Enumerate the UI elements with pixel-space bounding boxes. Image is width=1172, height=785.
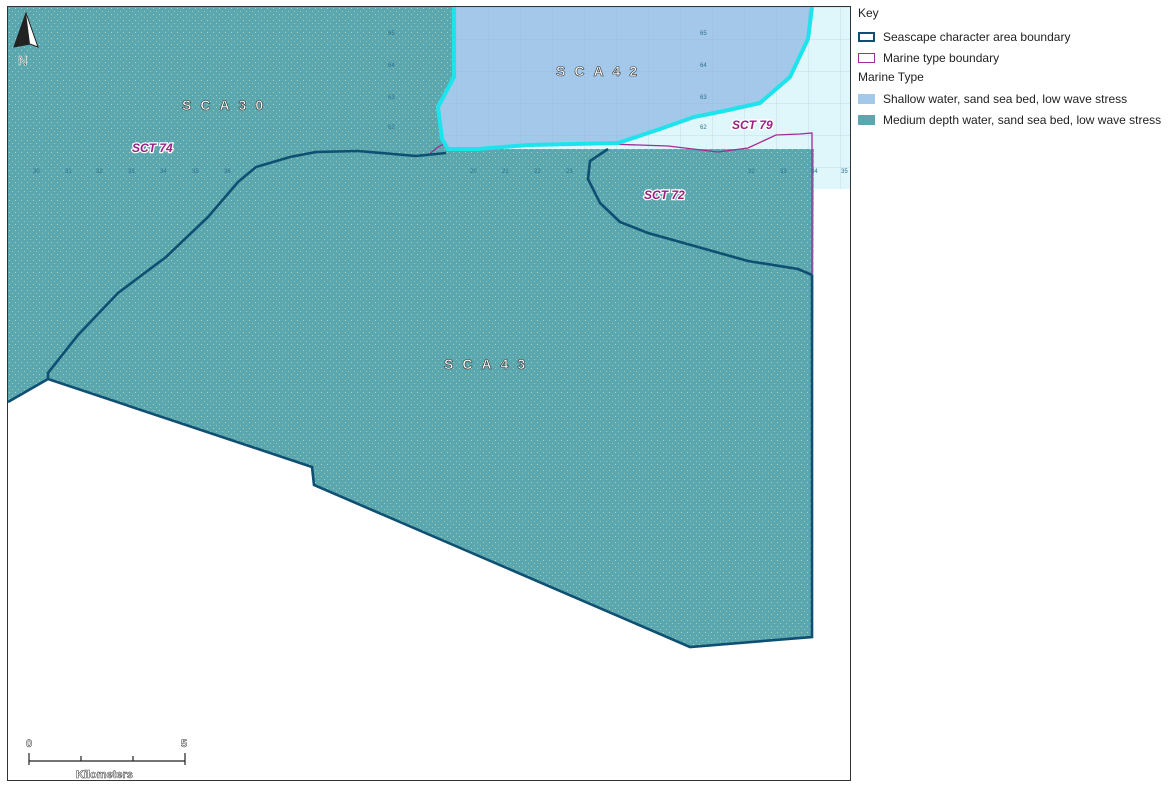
legend-item-marine-boundary: Marine type boundary xyxy=(858,47,1168,68)
legend-subtitle: Marine Type xyxy=(858,70,924,84)
marine-boundary-swatch xyxy=(858,52,875,63)
svg-text:65: 65 xyxy=(700,31,707,37)
north-arrow-icon: N xyxy=(13,11,39,68)
svg-text:63: 63 xyxy=(388,95,395,101)
sca-boundary-sct72 xyxy=(586,147,813,277)
north-label: N xyxy=(18,53,27,68)
map-canvas[interactable]: 30 31 32 33 34 35 36 20 21 22 23 32 33 34 35 65 64 6… xyxy=(8,7,851,781)
scale-end-label: 5 xyxy=(181,738,187,750)
grid-coordinate-labels: 30 31 32 33 34 35 36 20 21 22 23 32 33 34 35 65 64 6… xyxy=(33,31,848,175)
legend-label: Medium depth water, sand sea bed, low wa… xyxy=(883,112,1162,127)
scale-bar: 0 5 Kilometers xyxy=(26,738,188,781)
svg-text:35: 35 xyxy=(841,169,848,175)
svg-text:22: 22 xyxy=(534,169,541,175)
legend-item-shallow: Shallow water, sand sea bed, low wave st… xyxy=(858,88,1168,109)
svg-text:32: 32 xyxy=(748,169,755,175)
scale-unit-label: Kilometers xyxy=(76,769,133,781)
type-label-sct74: SCT 74 xyxy=(132,141,173,155)
sca42-grid-overlay xyxy=(438,7,812,149)
marine-type-boundary xyxy=(607,132,813,275)
svg-text:36: 36 xyxy=(224,169,231,175)
svg-text:33: 33 xyxy=(128,169,135,175)
sca-boundary-sca30-sca43 xyxy=(8,149,447,404)
svg-text:23: 23 xyxy=(566,169,573,175)
svg-text:31: 31 xyxy=(65,169,72,175)
svg-text:20: 20 xyxy=(470,169,477,175)
type-label-sct79: SCT 79 xyxy=(732,118,773,132)
shallow-water-swatch xyxy=(858,93,875,104)
svg-text:65: 65 xyxy=(388,31,395,37)
sca-boundary-swatch xyxy=(858,31,875,42)
svg-text:32: 32 xyxy=(96,169,103,175)
svg-text:33: 33 xyxy=(780,169,787,175)
legend-label: Shallow water, sand sea bed, low wave st… xyxy=(883,91,1128,106)
legend-item-medium: Medium depth water, sand sea bed, low wa… xyxy=(858,109,1168,130)
legend-label: Marine type boundary xyxy=(883,50,1000,65)
sca42-highlight-boundary xyxy=(435,7,814,151)
medium-depth-swatch xyxy=(858,114,875,125)
legend-title: Key xyxy=(858,6,879,20)
map-frame[interactable]: 30 31 32 33 34 35 36 20 21 22 23 32 33 34 35 65 64 6… xyxy=(7,6,851,781)
scale-start-label: 0 xyxy=(26,738,32,750)
svg-text:21: 21 xyxy=(502,169,509,175)
svg-text:64: 64 xyxy=(700,63,707,69)
svg-text:34: 34 xyxy=(811,169,818,175)
map-legend: Key Seascape character area boundary Mar… xyxy=(858,6,1168,130)
svg-text:64: 64 xyxy=(388,63,395,69)
area-label-sca42: SCA42 xyxy=(556,63,646,79)
legend-label: Seascape character area boundary xyxy=(883,29,1071,44)
area-label-sca30: SCA30 xyxy=(182,97,272,113)
area-label-sca43: SCA43 xyxy=(444,356,534,372)
svg-text:62: 62 xyxy=(700,125,707,131)
sca-boundary-south xyxy=(47,275,814,649)
svg-text:62: 62 xyxy=(388,125,395,131)
legend-item-sca-boundary: Seascape character area boundary xyxy=(858,26,1168,47)
svg-text:63: 63 xyxy=(700,95,707,101)
svg-text:35: 35 xyxy=(192,169,199,175)
sca30-grid-overlay xyxy=(8,7,454,177)
svg-text:34: 34 xyxy=(160,169,167,175)
svg-text:30: 30 xyxy=(33,169,40,175)
type-label-sct72: SCT 72 xyxy=(644,188,685,202)
